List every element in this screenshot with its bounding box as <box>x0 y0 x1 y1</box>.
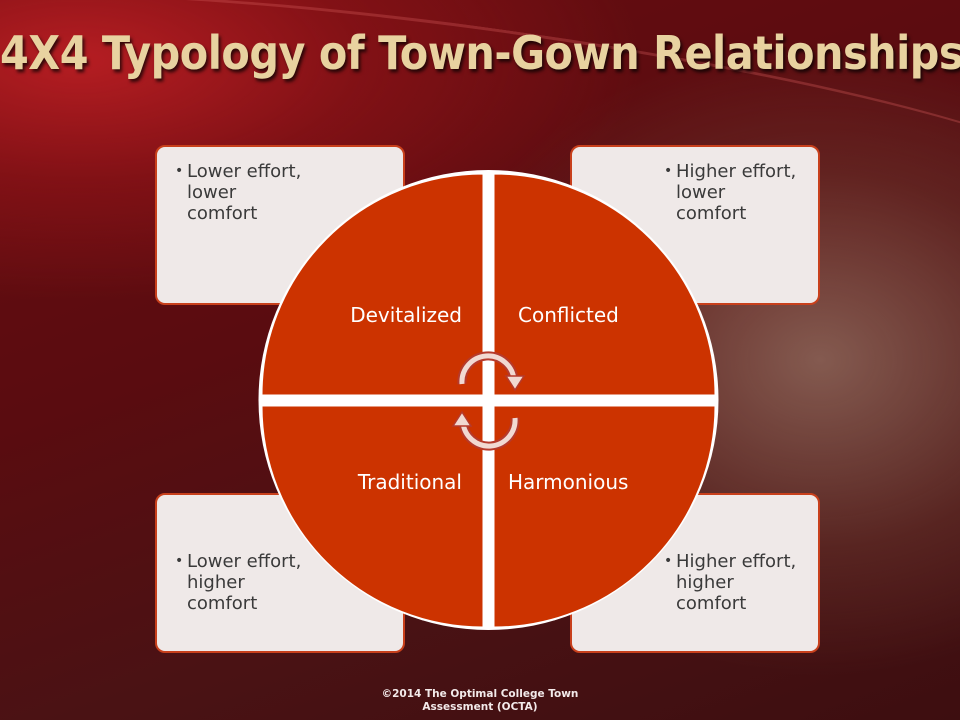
card-line: Higher effort, <box>676 551 797 572</box>
footer-line: ©2014 The Optimal College Town <box>381 688 579 700</box>
label-harmonious: Harmonious <box>508 470 628 494</box>
card-line: comfort <box>187 203 258 224</box>
card-line: comfort <box>676 203 747 224</box>
label-conflicted: Conflicted <box>518 303 619 327</box>
card-line: Lower effort, <box>187 161 302 182</box>
label-devitalized: Devitalized <box>350 303 462 327</box>
bullet-icon: • <box>664 163 673 179</box>
card-line: higher <box>187 572 245 593</box>
copyright-footer: ©2014 The Optimal College Town Assessmen… <box>380 688 580 714</box>
quadrant-conflicted <box>493 173 716 396</box>
footer-line: Assessment (OCTA) <box>422 701 538 713</box>
bullet-icon: • <box>175 553 184 569</box>
card-line: comfort <box>187 593 258 614</box>
bullet-icon: • <box>664 553 673 569</box>
card-line: Lower effort, <box>187 551 302 572</box>
card-line: higher <box>676 572 734 593</box>
quadrant-devitalized <box>261 173 484 396</box>
card-line: Higher effort, <box>676 161 797 182</box>
card-line: comfort <box>676 593 747 614</box>
quadrant-traditional <box>261 405 484 628</box>
quadrant-harmonious <box>493 405 716 628</box>
card-line: lower <box>187 182 237 203</box>
label-traditional: Traditional <box>357 470 462 494</box>
slide-title: 4X4 Typology of Town-Gown Relationships <box>0 26 960 80</box>
card-line: lower <box>676 182 726 203</box>
circular-arrows-icon <box>451 351 526 451</box>
bullet-icon: • <box>175 163 184 179</box>
